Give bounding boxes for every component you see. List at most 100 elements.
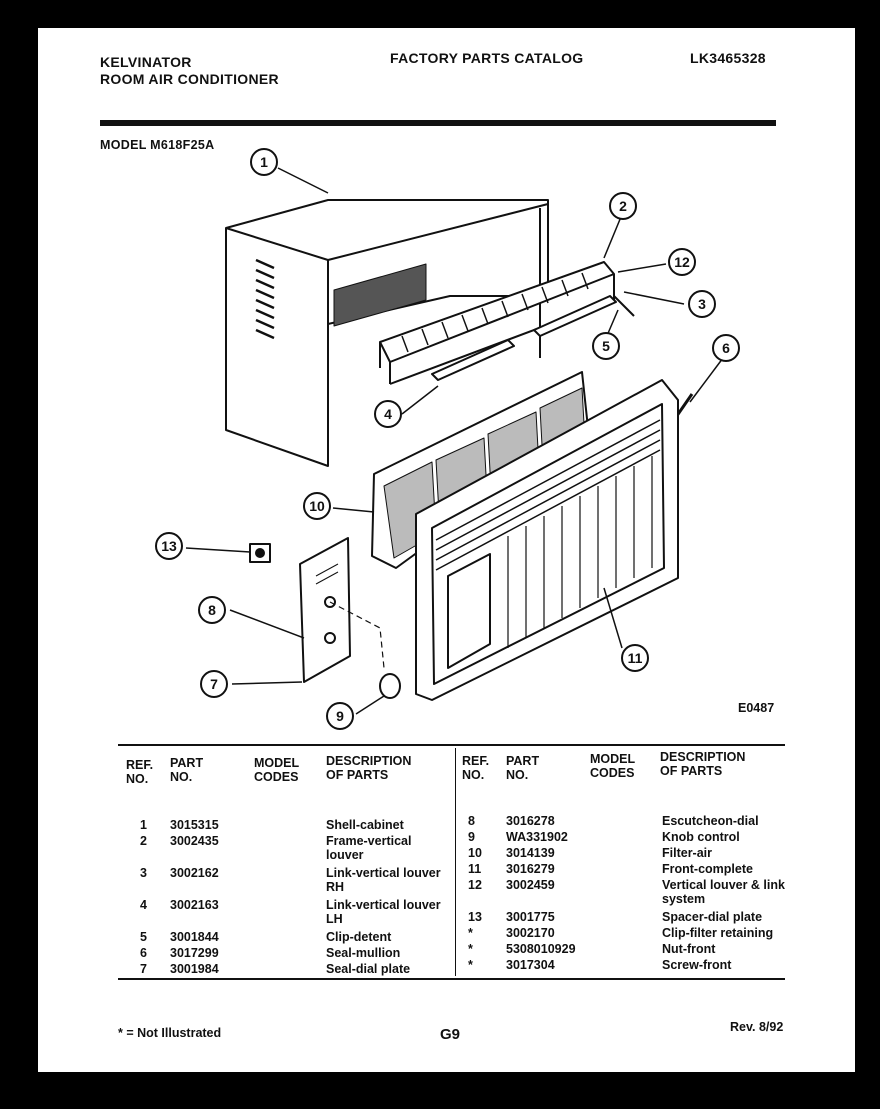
ref-number-cell: 6	[140, 946, 147, 960]
doc-number: LK3465328	[690, 50, 766, 66]
callout-bubble	[688, 290, 716, 318]
callout-number: 13	[161, 538, 177, 554]
ref-number-cell: 4	[140, 898, 147, 912]
callout-number: 9	[336, 708, 344, 724]
part-number-cell: 3001984	[170, 962, 219, 976]
part-number-cell: 3016278	[506, 814, 555, 828]
ref-number-cell: *	[468, 958, 473, 972]
description-cell: Vertical louver & link system	[662, 878, 785, 906]
description-cell: Frame-vertical louver	[326, 834, 412, 862]
link-rh-part	[533, 295, 617, 337]
description-cell: Link-vertical louver LH	[326, 898, 441, 926]
ref-number-cell: 1	[140, 818, 147, 832]
escutcheon-dial-part	[299, 537, 351, 683]
callout-number: 1	[260, 154, 268, 170]
shell-cabinet-part	[225, 199, 549, 467]
ref-number-cell: 2	[140, 834, 147, 848]
callout-bubble	[303, 492, 331, 520]
ref-number-cell: 7	[140, 962, 147, 976]
ref-number-cell: *	[468, 942, 473, 956]
part-number-cell: 3002170	[506, 926, 555, 940]
part-number-cell: 3001844	[170, 930, 219, 944]
not-illustrated-note: * = Not Illustrated	[118, 1026, 222, 1040]
callout-number: 7	[210, 676, 218, 692]
part-number-cell: 3017299	[170, 946, 219, 960]
description-cell: Spacer-dial plate	[662, 910, 763, 924]
callout-number: 12	[674, 254, 690, 270]
model-header: MODEL	[254, 756, 300, 770]
ref-number-cell: 12	[468, 878, 482, 892]
description-cell: Clip-detent	[326, 930, 392, 944]
callout-number: 8	[208, 602, 216, 618]
callout-number: 6	[722, 340, 730, 356]
control-knob-part	[379, 673, 401, 699]
description-cell: Seal-mullion	[326, 946, 401, 960]
revision-label: Rev. 8/92	[730, 1020, 784, 1034]
ref-number-cell: 3	[140, 866, 147, 880]
callout-bubble	[250, 148, 278, 176]
callout-number: 5	[602, 338, 610, 354]
description-cell: Seal-dial plate	[326, 962, 411, 976]
table-top-rule	[118, 744, 785, 746]
callout-bubble	[374, 400, 402, 428]
model-label: MODEL M618F25A	[100, 138, 215, 152]
catalog-title: FACTORY PARTS CATALOG	[390, 50, 584, 66]
description-cell: Screw-front	[662, 958, 732, 972]
front-grille-part	[415, 379, 679, 701]
callout-bubble	[592, 332, 620, 360]
description-cell: Link-vertical louver RH	[326, 866, 441, 894]
callout-number: 10	[309, 498, 325, 514]
detent-clip-part	[613, 295, 635, 317]
link-lh-part	[431, 339, 515, 381]
callout-bubble	[609, 192, 637, 220]
part-number-cell: 3014139	[506, 846, 555, 860]
brand-name: KELVINATOR	[100, 54, 192, 70]
product-name: ROOM AIR CONDITIONER	[100, 71, 279, 87]
description-cell: Knob control	[662, 830, 740, 844]
diagram-code: E0487	[738, 701, 774, 715]
callout-number: 4	[384, 406, 392, 422]
callout-number: 11	[628, 650, 643, 666]
part-header: PART	[170, 756, 204, 770]
ref-header: REF.	[126, 758, 154, 772]
part-number-cell: 3016279	[506, 862, 555, 876]
ref-number-cell: 10	[468, 846, 482, 860]
callout-bubble	[155, 532, 183, 560]
catalog-page: KELVINATOR ROOM AIR CONDITIONER FACTORY …	[38, 28, 855, 1072]
ref-number-cell: 9	[468, 830, 475, 844]
description-cell: Filter-air	[662, 846, 713, 860]
callout-bubble	[712, 334, 740, 362]
description-cell: Front-complete	[662, 862, 753, 876]
part-number-cell: 3015315	[170, 818, 219, 832]
ref-number-cell: 5	[140, 930, 147, 944]
description-cell: Escutcheon-dial	[662, 814, 759, 828]
ref-number-cell: 13	[468, 910, 482, 924]
ref-number-cell: 11	[468, 862, 482, 876]
callout-bubble	[621, 644, 649, 672]
callout-number: 2	[619, 198, 627, 214]
desc-header: DESCRIPTION	[660, 750, 746, 764]
part-number-cell: 3001775	[506, 910, 555, 924]
callout-bubble	[668, 248, 696, 276]
part-number-cell: 3002435	[170, 834, 219, 848]
header-rule	[100, 120, 776, 126]
part-header: PART	[506, 754, 540, 768]
callout-bubble	[200, 670, 228, 698]
desc-header: DESCRIPTION	[326, 754, 412, 768]
callout-bubble	[198, 596, 226, 624]
description-cell: Shell-cabinet	[326, 818, 404, 832]
description-cell: Nut-front	[662, 942, 716, 956]
ref-number-cell: 8	[468, 814, 475, 828]
callout-number: 3	[698, 296, 706, 312]
ref-header: REF.	[462, 754, 490, 768]
table-divider	[455, 748, 456, 976]
part-number-cell: 3002163	[170, 898, 219, 912]
part-number-cell: 3002162	[170, 866, 219, 880]
table-bottom-rule	[118, 978, 785, 980]
description-cell: Clip-filter retaining	[662, 926, 774, 940]
part-number-cell: WA331902	[506, 830, 568, 844]
part-number-cell: 3017304	[506, 958, 555, 972]
ref-number-cell: *	[468, 926, 473, 940]
page-number: G9	[440, 1026, 461, 1043]
